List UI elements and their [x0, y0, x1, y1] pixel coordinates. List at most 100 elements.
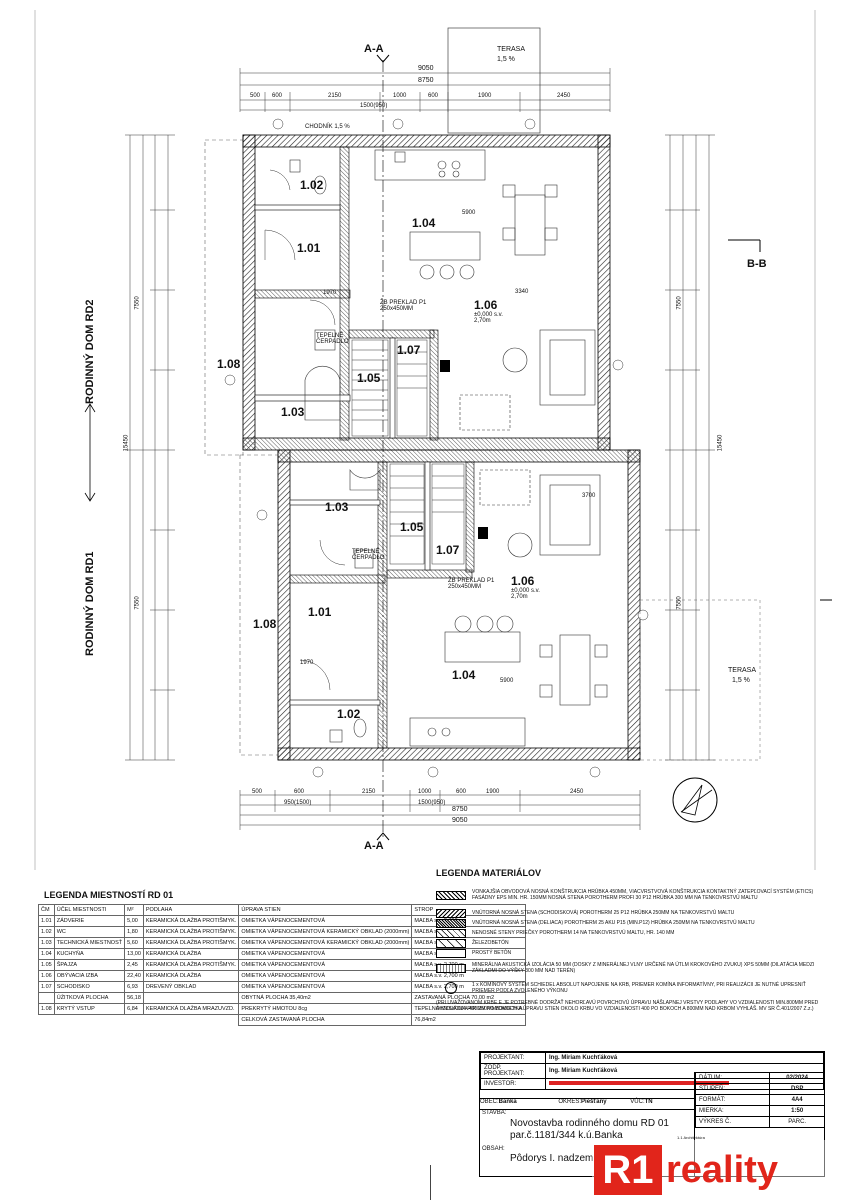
sum-label: ÚŽITKOVÁ PLOCHA: [53, 992, 126, 1004]
north-arrow: [672, 777, 718, 823]
door-swings: [264, 169, 346, 691]
material-text-7: 1 x KOMÍNOVÝ SYSTÉM SCHIEDEL ABSOLUT NAP…: [472, 982, 806, 994]
swatch-dividing-wall: [436, 918, 466, 928]
room-legend-cell-area: 1,80: [124, 926, 144, 938]
col-area: M²: [124, 904, 144, 916]
tb-projektant: Ing. Miriam Kuchťáková: [545, 1052, 824, 1064]
room-legend-cell-cm: 1.04: [38, 948, 55, 960]
material-row-0: VONKAJŠIA OBVODOVÁ NOSNÁ KONŠTRUKCIA HRÚ…: [436, 882, 826, 908]
dim-1970-rd1: 1970: [300, 660, 314, 666]
dim-bottom-row-5: 1900: [486, 789, 500, 795]
level-note-top: ±0,000 s.v. 2,70m: [474, 312, 503, 324]
dim-bottom-row-4: 600: [456, 789, 467, 795]
room-rd1-104: 1.04: [452, 668, 476, 682]
covered-entry-bottom: [239, 454, 279, 756]
heat-pump-note-rd2: TEPELNÉ ČERPADLO: [316, 333, 349, 345]
swatch-partition: [436, 928, 466, 938]
swatch-stair-wall: [436, 908, 466, 918]
col-cm: ČM: [38, 904, 55, 916]
dim-right-a: 7550: [676, 296, 683, 310]
section-label-bb: B-B: [747, 258, 767, 270]
material-row-2: VNÚTORNÁ NOSNÁ STENA (DELIACA) POROTHERM…: [436, 918, 826, 928]
rd1-walls: [277, 449, 641, 761]
bottom-marker-line: [430, 1165, 431, 1200]
room-legend-cell-floor: KERAMICKÁ DLAŽBA PROTIŠMYK.: [142, 937, 240, 949]
material-text-2: VNÚTORNÁ NOSNÁ STENA (DELIACA) POROTHERM…: [472, 920, 755, 926]
tb-projektant-label: PROJEKTANT:: [480, 1052, 546, 1064]
room-legend-cell-cm: 1.01: [38, 915, 55, 927]
dim-bottom-row-0: 500: [252, 789, 263, 795]
dim-bottom-sub1: 950(1500): [284, 800, 312, 806]
row108-c3: KERAMICKÁ DLAŽBA MRAZUVZD.: [142, 1003, 240, 1015]
room-rd1-106: 1.06: [511, 574, 535, 588]
built2-value-num: 70,00 m2: [471, 995, 495, 1001]
material-legend-title: LEGENDA MATERIÁLOV: [436, 868, 541, 878]
kitchen-rd2: [374, 149, 596, 431]
room-legend-cell-cm: 1.07: [38, 981, 55, 993]
room-legend-cell-floor: KERAMICKÁ DLAŽBA: [142, 948, 240, 960]
floor-plan-drawing: [34, 10, 832, 870]
tb-vuc: TN: [644, 1099, 653, 1105]
tb-okres: Piešťany: [581, 1099, 607, 1105]
dim-9050-top: 9050: [418, 65, 434, 72]
material-row-3: NENOSNÉ STENY PRIEČKY POROTHERM 14 NA TE…: [436, 928, 826, 938]
left-dimension-lines: [125, 134, 175, 761]
room-legend-row-108: 1.08 KRYTÝ VSTUP 6,84 KERAMICKÁ DLAŽBA M…: [38, 1003, 526, 1015]
tb-mierka: 1:50: [769, 1105, 825, 1117]
room-legend-cell-area: 2,45: [124, 959, 144, 971]
tb-okres-label: OKRES:: [558, 1099, 582, 1105]
room-legend-cell-purpose: SCHODISKO: [53, 981, 126, 993]
room-legend-cell-area: 22,40: [124, 970, 144, 982]
room-rd2-104: 1.04: [412, 216, 436, 230]
room-rd1-102: 1.02: [337, 707, 361, 721]
room-legend-cell-walls: OMIETKA VÁPENOCEMENTOVÁ KERAMICKÝ OBKLAD…: [238, 926, 413, 938]
material-text-6: MINERÁLNA AKUSTICKÁ IZOLÁCIA 50 MM (DOSK…: [472, 962, 815, 974]
tb-vuc-label: VÚC:: [630, 1099, 645, 1105]
dim-left-total: 15450: [123, 434, 130, 452]
room-legend-cell-area: 5,60: [124, 937, 144, 949]
room-legend-cell-purpose: WC: [53, 926, 126, 938]
tb-format: 4A4: [769, 1094, 825, 1106]
room-legend-cell-purpose: TECHNICKÁ MIESTNOSŤ: [53, 937, 126, 949]
house-divider-arrow: [84, 403, 96, 502]
tb-obsah: Pôdorys I. nadzem: [510, 1153, 594, 1164]
section-label-aa-bottom: A-A: [364, 840, 384, 852]
tb-zodp-label: ZODP. PROJEKTANT:: [480, 1063, 546, 1079]
dim-left-a: 7550: [134, 296, 141, 310]
room-rd1-103: 1.03: [325, 500, 349, 514]
tb-obec-row: OBEC:Banka OKRES:Piešťany VÚC:TN: [480, 1098, 694, 1110]
material-row-4: ŽELEZOBETÓN: [436, 938, 826, 948]
room-legend-cell-cm: 1.03: [38, 937, 55, 949]
material-text-0: VONKAJŠIA OBVODOVÁ NOSNÁ KONŠTRUKCIA HRÚ…: [472, 889, 814, 901]
stairs-rd2: [351, 339, 428, 437]
terrace-bottom: [639, 599, 761, 761]
room-legend-cell-cm: 1.02: [38, 926, 55, 938]
tb-datum: 02/2024: [769, 1072, 825, 1084]
terrace-bottom-label: TERASA: [728, 667, 757, 674]
room-legend-cell-walls: OMIETKA VÁPENOCEMENTOVÁ: [238, 959, 413, 971]
title-block: PROJEKTANT:Ing. Miriam Kuchťáková ZODP. …: [479, 1051, 825, 1177]
room-rd2-108: 1.08: [217, 357, 241, 371]
dim-5900-rd2: 5900: [462, 210, 476, 216]
tb-obsah-label: OBSAH:: [482, 1146, 505, 1152]
dim-top-row-6: 2450: [557, 93, 571, 99]
row108-c0: 1.08: [38, 1003, 55, 1015]
total-label: CELKOVÁ ZASTAVANÁ PLOCHA: [238, 1014, 413, 1026]
room-rd2-101: 1.01: [297, 241, 321, 255]
material-text-4: ŽELEZOBETÓN: [472, 940, 509, 946]
tb-obec: Banka: [498, 1099, 517, 1105]
lintel-note-bottom: ŽB PREKLAD P1 250x450MM: [448, 578, 495, 590]
side-label-rd2: RODINNÝ DOM RD2: [84, 299, 96, 404]
room-legend-cell-walls: OMIETKA VÁPENOCEMENTOVÁ: [238, 948, 413, 960]
axis-markers: [224, 118, 649, 778]
side-label-rd1: RODINNÝ DOM RD1: [84, 551, 96, 656]
watermark-reality: reality: [666, 1148, 778, 1191]
material-row-7: 1 x KOMÍNOVÝ SYSTÉM SCHIEDEL ABSOLUT NAP…: [436, 978, 826, 998]
swatch-exterior: [436, 890, 466, 900]
terrace-top: [447, 27, 541, 134]
dim-bottom-sub2: 1500(950): [418, 800, 446, 806]
room-rd2-102: 1.02: [300, 178, 324, 192]
